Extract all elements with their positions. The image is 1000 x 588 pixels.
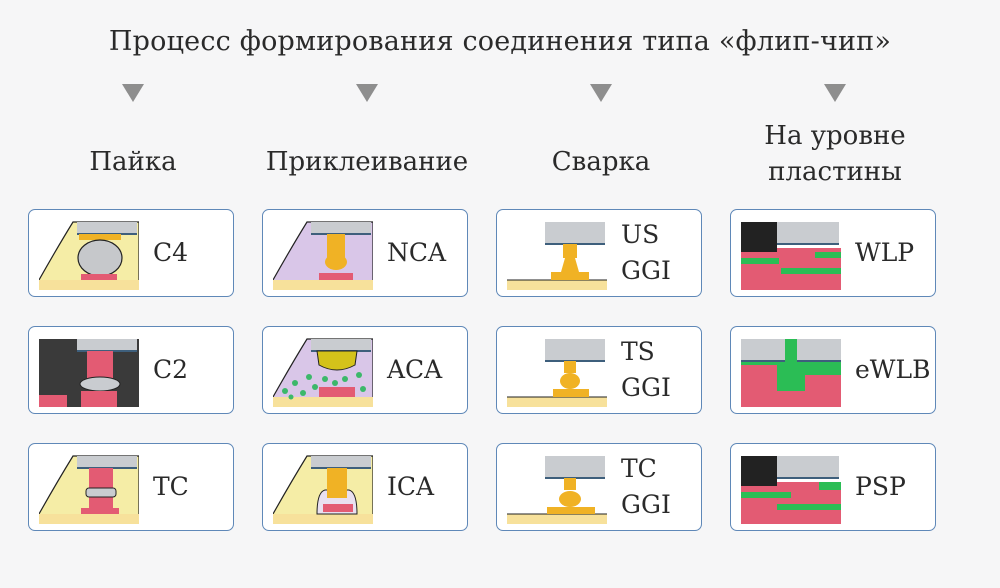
column-heading: Пайка [89, 147, 177, 177]
method-card-ica[interactable]: ICA [262, 443, 468, 531]
method-card-aca[interactable]: ACA [262, 326, 468, 414]
diagram-title: Процесс формирования соединения типа «фл… [108, 26, 892, 57]
method-card-tc[interactable]: TC [28, 443, 234, 531]
method-label: C2 [153, 355, 189, 384]
method-label: TS GGI [621, 337, 671, 402]
arrow-down-icon [356, 84, 378, 102]
column-heading: Приклеивание [265, 147, 469, 177]
column-welding: Сварка US GGI TS GGI [496, 78, 706, 578]
ultrasonic-bond-icon [507, 222, 607, 290]
method-label: NCA [387, 238, 447, 267]
method-card-nca[interactable]: NCA [262, 209, 468, 297]
wafer-level-package-icon [741, 222, 841, 290]
arrow-down-icon [122, 84, 144, 102]
thermosonic-bond-icon [507, 339, 607, 407]
thermocompression-bond-icon [507, 456, 607, 524]
method-card-wlp[interactable]: WLP [730, 209, 936, 297]
column-wafer-level: На уровне пластины WLP eWLB [730, 78, 940, 578]
method-label: PSP [855, 472, 906, 501]
method-card-ewlb[interactable]: eWLB [730, 326, 936, 414]
panel-scale-package-icon [741, 456, 841, 524]
method-label: TC [153, 472, 189, 501]
isotropic-adhesive-icon [273, 455, 373, 524]
method-card-c2[interactable]: C2 [28, 326, 234, 414]
method-label: eWLB [855, 355, 931, 384]
method-card-c4[interactable]: C4 [28, 209, 234, 297]
method-label: US GGI [621, 220, 671, 285]
method-label: ICA [387, 472, 435, 501]
method-card-tc-ggi[interactable]: TC GGI [496, 443, 702, 531]
method-label: TC GGI [621, 454, 671, 519]
method-card-us-ggi[interactable]: US GGI [496, 209, 702, 297]
arrow-down-icon [824, 84, 846, 102]
method-label: WLP [855, 238, 915, 267]
non-conductive-adhesive-icon [273, 221, 373, 290]
method-card-ts-ggi[interactable]: TS GGI [496, 326, 702, 414]
method-card-psp[interactable]: PSP [730, 443, 936, 531]
thermocompression-icon [39, 455, 139, 524]
column-heading: На уровне пластины [764, 121, 906, 187]
method-label: C4 [153, 238, 189, 267]
embedded-wafer-level-icon [741, 339, 841, 407]
method-label: ACA [387, 355, 443, 384]
arrow-down-icon [590, 84, 612, 102]
copper-pillar-icon [39, 339, 139, 407]
column-heading: Сварка [551, 147, 651, 177]
solder-ball-icon [39, 221, 139, 290]
anisotropic-adhesive-icon [273, 338, 373, 407]
column-soldering: Пайка C4 C2 [28, 78, 238, 578]
column-adhesive: Приклеивание NCA ACA [262, 78, 472, 578]
